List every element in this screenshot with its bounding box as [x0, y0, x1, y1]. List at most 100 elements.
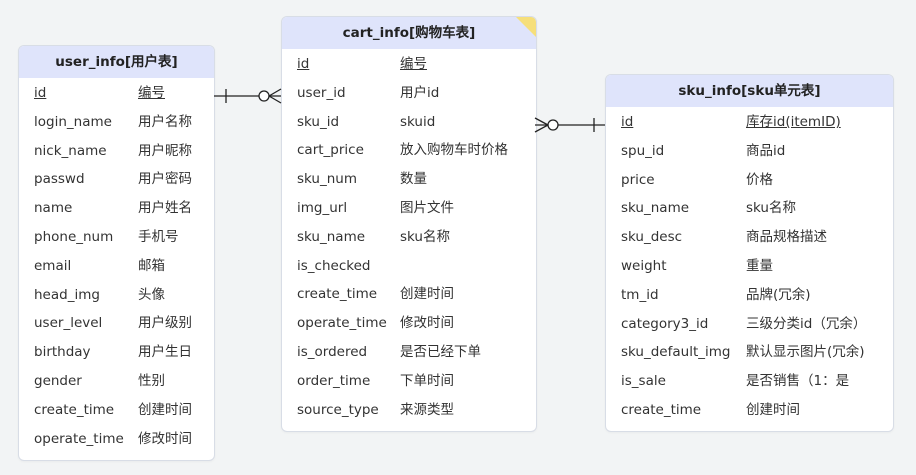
field-row[interactable]: name 用户姓名: [19, 194, 214, 223]
field-name: name: [34, 200, 73, 217]
field-name: head_img: [34, 286, 100, 303]
field-name: create_time: [297, 286, 378, 303]
field-description: 图片文件: [400, 199, 454, 216]
field-name: phone_num: [34, 228, 114, 245]
entity-title: user_info[用户表]: [19, 46, 214, 78]
field-name: is_sale: [621, 373, 666, 390]
field-row[interactable]: sku_num 数量: [282, 165, 536, 194]
field-row[interactable]: source_type 来源类型: [282, 396, 536, 425]
field-row[interactable]: order_time 下单时间: [282, 367, 536, 396]
field-description: 三级分类id（冗余）: [746, 315, 867, 332]
field-description: 编号: [400, 56, 427, 72]
field-description: 用户id: [400, 84, 440, 101]
field-row[interactable]: user_id 用户id: [282, 79, 536, 108]
field-name: source_type: [297, 401, 379, 418]
field-description: 品牌(冗余): [746, 286, 811, 303]
field-name: is_checked: [297, 257, 371, 274]
field-description: 手机号: [138, 228, 179, 245]
field-name: sku_desc: [621, 229, 683, 246]
field-row[interactable]: tm_id 品牌(冗余): [606, 281, 893, 310]
field-description: 下单时间: [400, 372, 454, 389]
field-name: spu_id: [621, 142, 665, 159]
field-description: 用户昵称: [138, 142, 192, 159]
field-row[interactable]: category3_id 三级分类id（冗余）: [606, 310, 893, 339]
field-name: operate_time: [34, 430, 124, 447]
field-description: 用户级别: [138, 315, 192, 332]
field-row[interactable]: is_ordered 是否已经下单: [282, 338, 536, 367]
field-description: 创建时间: [138, 401, 192, 418]
field-row[interactable]: is_checked: [282, 252, 536, 281]
relationship-cart-sku[interactable]: [534, 117, 605, 133]
relationship-user-cart[interactable]: [214, 88, 282, 104]
field-name: id: [34, 85, 47, 101]
field-description: 用户姓名: [138, 200, 192, 217]
field-row[interactable]: id 编号: [282, 50, 536, 79]
crow-foot-upper: [534, 117, 549, 126]
field-row[interactable]: id 编号: [19, 79, 214, 108]
field-description: 编号: [138, 85, 165, 101]
field-description: 数量: [400, 171, 427, 188]
field-row[interactable]: phone_num 手机号: [19, 223, 214, 252]
field-name: is_ordered: [297, 343, 368, 360]
field-description: sku名称: [400, 228, 450, 245]
field-description: 创建时间: [400, 286, 454, 303]
field-name: passwd: [34, 171, 85, 188]
field-description: 商品规格描述: [746, 229, 827, 246]
field-name: sku_name: [621, 200, 690, 217]
field-description: 头像: [138, 286, 165, 303]
field-description: 性别: [138, 372, 165, 389]
field-name: create_time: [621, 401, 702, 418]
field-name: sku_num: [297, 171, 358, 188]
field-name: id: [297, 56, 310, 72]
crow-foot-upper: [268, 88, 282, 97]
field-name: user_level: [34, 315, 103, 332]
field-name: nick_name: [34, 142, 107, 159]
field-name: create_time: [34, 401, 115, 418]
field-name: sku_default_img: [621, 344, 731, 361]
field-name: order_time: [297, 372, 371, 389]
field-row[interactable]: sku_desc 商品规格描述: [606, 223, 893, 252]
field-row[interactable]: nick_name 用户昵称: [19, 137, 214, 166]
field-name: category3_id: [621, 315, 709, 332]
field-name: birthday: [34, 344, 91, 361]
field-description: 修改时间: [400, 315, 454, 332]
field-description: 来源类型: [400, 401, 454, 418]
field-name: user_id: [297, 84, 346, 101]
field-row[interactable]: create_time 创建时间: [19, 396, 214, 425]
field-name: tm_id: [621, 286, 659, 303]
field-row[interactable]: head_img 头像: [19, 281, 214, 310]
field-description: 库存id(itemID): [746, 114, 841, 130]
field-name: price: [621, 171, 655, 188]
field-row[interactable]: user_level 用户级别: [19, 309, 214, 338]
field-description: 是否已经下单: [400, 343, 481, 360]
field-description: 放入购物车时价格: [400, 142, 508, 159]
field-row[interactable]: create_time 创建时间: [282, 280, 536, 309]
field-description: 重量: [746, 257, 773, 274]
